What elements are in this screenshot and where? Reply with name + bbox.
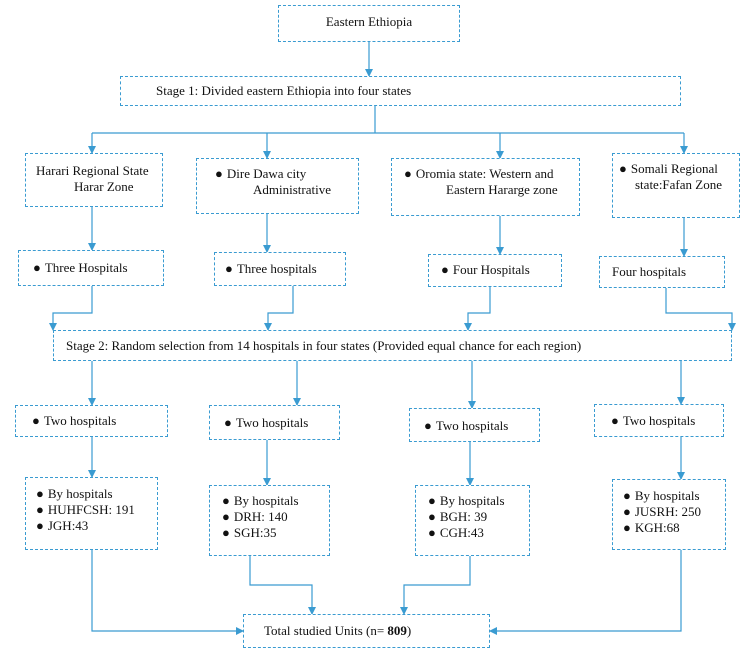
bullet-icon: ● xyxy=(428,493,436,508)
bullet-icon: ● xyxy=(36,486,44,501)
detail-harari-item-1: HUHFCSH: 191 xyxy=(47,502,135,517)
count-box-harari: ●Three Hospitals xyxy=(18,250,164,286)
detail-somali-item-2: KGH:68 xyxy=(634,520,680,535)
bullet-icon: ● xyxy=(225,261,233,276)
state-harari-line1: Harari Regional State xyxy=(36,163,149,178)
total-text: Total studied Units (n= 809) xyxy=(264,623,411,638)
stage2-text: Stage 2: Random selection from 14 hospit… xyxy=(66,338,582,353)
detail-harari-heading: By hospitals xyxy=(47,486,113,501)
selected-box-1: ●Two hospitals xyxy=(15,405,168,437)
count-box-somali: Four hospitals xyxy=(599,256,725,288)
detail-box-oromia: ●By hospitals ●BGH: 39 ●CGH:43 xyxy=(415,485,530,556)
bullet-icon: ● xyxy=(619,161,627,176)
detail-dire-dawa-item-2: SGH:35 xyxy=(233,525,277,540)
bullet-icon: ● xyxy=(424,418,432,433)
count-somali-text: Four hospitals xyxy=(612,264,687,279)
count-box-oromia: ●Four Hospitals xyxy=(428,254,562,287)
stage1-box: Stage 1: Divided eastern Ethiopia into f… xyxy=(120,76,681,106)
bullet-icon: ● xyxy=(222,525,230,540)
selected-box-3: ●Two hospitals xyxy=(409,408,540,442)
bullet-icon: ● xyxy=(32,413,40,428)
bullet-icon: ● xyxy=(222,493,230,508)
connector-count4-stage2 xyxy=(665,288,736,331)
connector-count2-stage2 xyxy=(264,286,294,331)
bullet-icon: ● xyxy=(611,413,619,428)
bullet-icon: ● xyxy=(441,262,449,277)
selected-1-text: Two hospitals xyxy=(43,413,117,428)
bullet-icon: ● xyxy=(428,525,436,540)
count-dire-dawa-text: Three hospitals xyxy=(236,261,317,276)
selected-4-text: Two hospitals xyxy=(622,413,696,428)
connector-count1-stage2 xyxy=(49,286,93,331)
total-label: Total studied Units (n= xyxy=(264,623,388,638)
selected-3-text: Two hospitals xyxy=(435,418,509,433)
state-box-dire-dawa: ●Dire Dawa city Administrative xyxy=(196,158,359,214)
detail-dire-dawa-heading: By hospitals xyxy=(233,493,299,508)
detail-box-somali: ●By hospitals ●JUSRH: 250 ●KGH:68 xyxy=(612,479,726,550)
state-box-oromia: ●Oromia state: Western and Eastern Harar… xyxy=(391,158,580,216)
state-harari-line2: Harar Zone xyxy=(74,179,134,194)
bullet-icon: ● xyxy=(36,502,44,517)
title-text: Eastern Ethiopia xyxy=(325,14,413,29)
count-harari-text: Three Hospitals xyxy=(44,260,128,275)
bullet-icon: ● xyxy=(623,504,631,519)
connector-detail4-total xyxy=(489,550,682,635)
detail-somali-heading: By hospitals xyxy=(634,488,700,503)
total-close: ) xyxy=(406,623,412,638)
bullet-icon: ● xyxy=(215,166,223,181)
total-value: 809 xyxy=(387,623,407,638)
connector-detail3-total xyxy=(400,556,471,615)
connector-count3-stage2 xyxy=(464,287,491,331)
detail-box-dire-dawa: ●By hospitals ●DRH: 140 ●SGH:35 xyxy=(209,485,330,556)
selected-2-text: Two hospitals xyxy=(235,415,309,430)
bullet-icon: ● xyxy=(224,415,232,430)
count-oromia-text: Four Hospitals xyxy=(452,262,530,277)
detail-oromia-heading: By hospitals xyxy=(439,493,505,508)
state-somali-line1: Somali Regional xyxy=(630,161,718,176)
title-box: Eastern Ethiopia xyxy=(278,5,460,42)
state-box-harari: Harari Regional State Harar Zone xyxy=(25,153,163,207)
count-box-dire-dawa: ●Three hospitals xyxy=(214,252,346,286)
state-box-somali: ●Somali Regional state:Fafan Zone xyxy=(612,153,740,218)
bullet-icon: ● xyxy=(623,520,631,535)
state-dire-dawa-line2: Administrative xyxy=(253,182,331,197)
stage2-box: Stage 2: Random selection from 14 hospit… xyxy=(53,330,732,361)
detail-harari-item-2: JGH:43 xyxy=(47,518,89,533)
state-dire-dawa-line1: Dire Dawa city xyxy=(226,166,307,181)
bullet-icon: ● xyxy=(428,509,436,524)
detail-dire-dawa-item-1: DRH: 140 xyxy=(233,509,288,524)
state-oromia-line1: Oromia state: Western and xyxy=(415,166,554,181)
selected-box-2: ●Two hospitals xyxy=(209,405,340,440)
bullet-icon: ● xyxy=(36,518,44,533)
state-oromia-line2: Eastern Hararge zone xyxy=(446,182,558,197)
stage1-text: Stage 1: Divided eastern Ethiopia into f… xyxy=(156,83,412,98)
selected-box-4: ●Two hospitals xyxy=(594,404,724,437)
bullet-icon: ● xyxy=(33,260,41,275)
state-somali-line2: state:Fafan Zone xyxy=(635,177,722,192)
bullet-icon: ● xyxy=(404,166,412,181)
detail-box-harari: ●By hospitals ●HUHFCSH: 191 ●JGH:43 xyxy=(25,477,158,550)
bullet-icon: ● xyxy=(623,488,631,503)
detail-somali-item-1: JUSRH: 250 xyxy=(634,504,701,519)
connector-detail2-total xyxy=(249,556,316,615)
total-box: Total studied Units (n= 809) xyxy=(243,614,490,648)
detail-oromia-item-2: CGH:43 xyxy=(439,525,484,540)
bullet-icon: ● xyxy=(222,509,230,524)
connector-detail1-total xyxy=(91,550,244,635)
detail-oromia-item-1: BGH: 39 xyxy=(439,509,488,524)
